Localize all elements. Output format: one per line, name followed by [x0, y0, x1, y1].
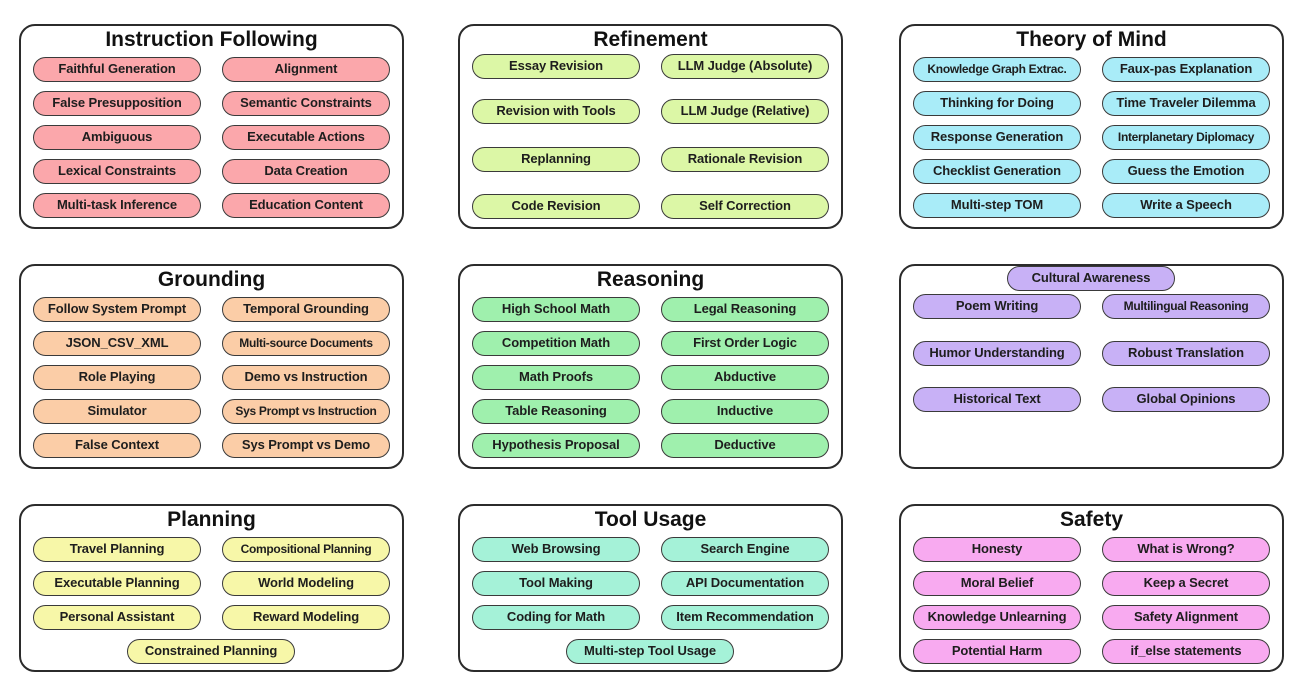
task-pill-constrained-planning: Constrained Planning — [127, 639, 295, 664]
task-pill-what-is-wrong: What is Wrong? — [1102, 537, 1270, 562]
task-pill-if-else-statements: if_else statements — [1102, 639, 1270, 664]
task-pill-first-order-logic: First Order Logic — [661, 331, 829, 356]
task-pill-coding-for-math: Coding for Math — [472, 605, 640, 630]
task-pill-search-engine: Search Engine — [661, 537, 829, 562]
task-pill-interplanetary-diplomacy: Interplanetary Diplomacy — [1102, 125, 1270, 150]
panel-title: Safety — [1059, 508, 1124, 531]
task-pill-potential-harm: Potential Harm — [913, 639, 1081, 664]
task-pill-humor-understanding: Humor Understanding — [913, 341, 1081, 366]
task-pill-safety-alignment: Safety Alignment — [1102, 605, 1270, 630]
panel-title: Instruction Following — [105, 28, 318, 51]
task-pill-ambiguous: Ambiguous — [33, 125, 201, 150]
task-pill-education-content: Education Content — [222, 193, 390, 218]
panel-title: Reasoning — [596, 268, 705, 291]
task-pill-rationale-revision: Rationale Revision — [661, 147, 829, 172]
task-pill-replanning: Replanning — [472, 147, 640, 172]
task-pill-legal-reasoning: Legal Reasoning — [661, 297, 829, 322]
task-pill-compositional-planning: Compositional Planning — [222, 537, 390, 562]
task-pill-false-context: False Context — [33, 433, 201, 458]
task-pill-inductive: Inductive — [661, 399, 829, 424]
task-pill-multi-step-tom: Multi-step TOM — [913, 193, 1081, 218]
task-pill-historical-text: Historical Text — [913, 387, 1081, 412]
task-pill-competition-math: Competition Math — [472, 331, 640, 356]
task-pill-false-presupposition: False Presupposition — [33, 91, 201, 116]
task-pill-code-revision: Code Revision — [472, 194, 640, 219]
task-pill-response-generation: Response Generation — [913, 125, 1081, 150]
task-pill-abductive: Abductive — [661, 365, 829, 390]
task-pill-self-correction: Self Correction — [661, 194, 829, 219]
task-pill-math-proofs: Math Proofs — [472, 365, 640, 390]
task-pill-global-opinions: Global Opinions — [1102, 387, 1270, 412]
task-pill-reward-modeling: Reward Modeling — [222, 605, 390, 630]
panel-title: Tool Usage — [594, 508, 707, 531]
task-pill-semantic-constraints: Semantic Constraints — [222, 91, 390, 116]
task-pill-api-documentation: API Documentation — [661, 571, 829, 596]
task-pill-hypothesis-proposal: Hypothesis Proposal — [472, 433, 640, 458]
task-pill-role-playing: Role Playing — [33, 365, 201, 390]
task-pill-temporal-grounding: Temporal Grounding — [222, 297, 390, 322]
panel-title: Planning — [167, 508, 256, 531]
task-pill-moral-belief: Moral Belief — [913, 571, 1081, 596]
task-pill-llm-judge-absolute: LLM Judge (Absolute) — [661, 54, 829, 79]
task-pill-json-csv-xml: JSON_CSV_XML — [33, 331, 201, 356]
panel-title: Refinement — [593, 28, 708, 51]
task-pill-multi-source-documents: Multi-source Documents — [222, 331, 390, 356]
task-pill-faux-pas-explanation: Faux-pas Explanation — [1102, 57, 1270, 82]
task-pill-executable-planning: Executable Planning — [33, 571, 201, 596]
task-pill-poem-writing: Poem Writing — [913, 294, 1081, 319]
task-pill-personal-assistant: Personal Assistant — [33, 605, 201, 630]
task-pill-write-a-speech: Write a Speech — [1102, 193, 1270, 218]
panel-title: Grounding — [157, 268, 266, 291]
task-pill-demo-vs-instruction: Demo vs Instruction — [222, 365, 390, 390]
task-pill-knowledge-graph-extrac: Knowledge Graph Extrac. — [913, 57, 1081, 82]
task-pill-honesty: Honesty — [913, 537, 1081, 562]
task-pill-time-traveler-dilemma: Time Traveler Dilemma — [1102, 91, 1270, 116]
task-pill-knowledge-unlearning: Knowledge Unlearning — [913, 605, 1081, 630]
task-pill-revision-with-tools: Revision with Tools — [472, 99, 640, 124]
task-pill-essay-revision: Essay Revision — [472, 54, 640, 79]
task-pill-thinking-for-doing: Thinking for Doing — [913, 91, 1081, 116]
task-pill-web-browsing: Web Browsing — [472, 537, 640, 562]
task-pill-llm-judge-relative: LLM Judge (Relative) — [661, 99, 829, 124]
task-pill-table-reasoning: Table Reasoning — [472, 399, 640, 424]
task-pill-world-modeling: World Modeling — [222, 571, 390, 596]
panel-title: Theory of Mind — [1016, 28, 1167, 51]
task-pill-multi-task-inference: Multi-task Inference — [33, 193, 201, 218]
task-pill-deductive: Deductive — [661, 433, 829, 458]
task-pill-checklist-generation: Checklist Generation — [913, 159, 1081, 184]
task-pill-executable-actions: Executable Actions — [222, 125, 390, 150]
task-pill-multilingual-reasoning: Multilingual Reasoning — [1102, 294, 1270, 319]
task-pill-guess-the-emotion: Guess the Emotion — [1102, 159, 1270, 184]
task-pill-item-recommendation: Item Recommendation — [661, 605, 829, 630]
task-pill-simulator: Simulator — [33, 399, 201, 424]
task-pill-tool-making: Tool Making — [472, 571, 640, 596]
task-pill-faithful-generation: Faithful Generation — [33, 57, 201, 82]
task-pill-sys-prompt-vs-instruction: Sys Prompt vs Instruction — [222, 399, 390, 424]
task-pill-robust-translation: Robust Translation — [1102, 341, 1270, 366]
task-pill-travel-planning: Travel Planning — [33, 537, 201, 562]
task-pill-follow-system-prompt: Follow System Prompt — [33, 297, 201, 322]
task-pill-high-school-math: High School Math — [472, 297, 640, 322]
task-pill-cultural-awareness: Cultural Awareness — [1007, 266, 1175, 291]
task-pill-alignment: Alignment — [222, 57, 390, 82]
task-pill-multi-step-tool-usage: Multi-step Tool Usage — [566, 639, 734, 664]
task-pill-keep-a-secret: Keep a Secret — [1102, 571, 1270, 596]
task-pill-sys-prompt-vs-demo: Sys Prompt vs Demo — [222, 433, 390, 458]
task-pill-data-creation: Data Creation — [222, 159, 390, 184]
task-pill-lexical-constraints: Lexical Constraints — [33, 159, 201, 184]
